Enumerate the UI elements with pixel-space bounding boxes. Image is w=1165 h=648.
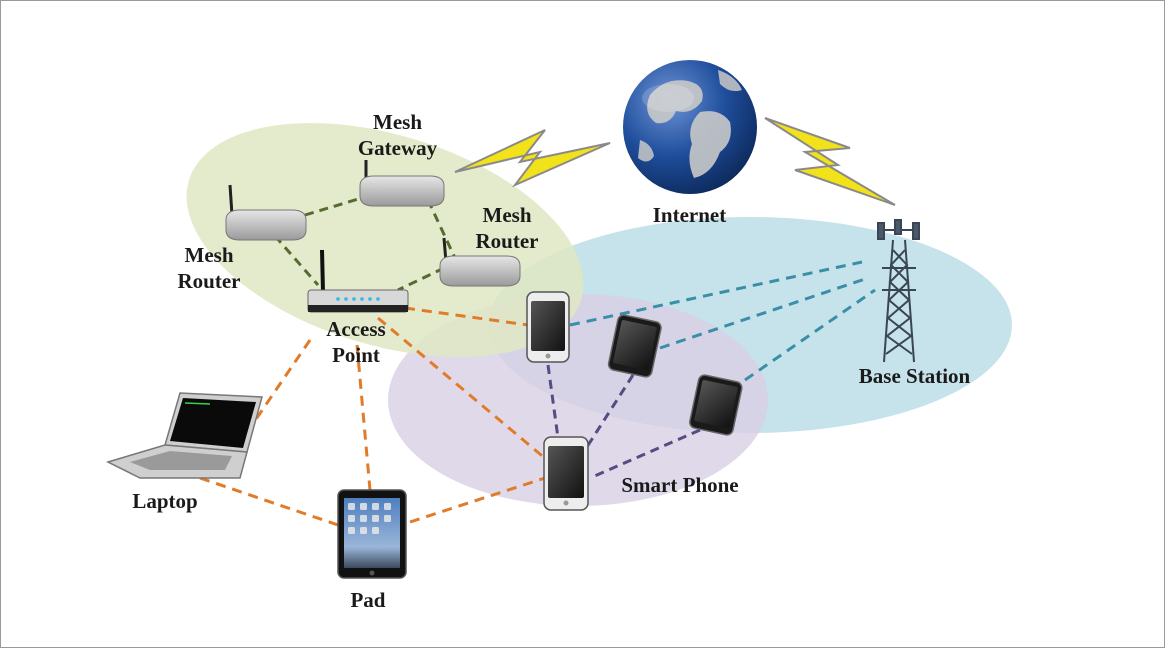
mesh-links (273, 195, 457, 292)
access-point-icon (307, 249, 409, 313)
globe-icon (623, 60, 757, 194)
mesh-router-right-label: Mesh Router (461, 202, 553, 254)
lightning-icon (454, 129, 611, 188)
smartphone-icon (689, 374, 743, 436)
tower-icon (877, 219, 920, 363)
mesh-router-right-label-line1: Mesh (482, 203, 532, 227)
lightning-icon (764, 117, 896, 206)
mesh-router-left-label-line1: Mesh (184, 243, 234, 267)
router-icon (225, 184, 307, 241)
pad-label: Pad (350, 588, 386, 612)
smartphone-icon (543, 436, 589, 511)
smartphone-icon (526, 291, 570, 363)
router-icon (439, 237, 521, 287)
mesh-gateway-label-line2: Gateway (357, 136, 438, 160)
smart-phone-label: Smart Phone (621, 473, 739, 497)
router-icon (359, 160, 445, 207)
laptop-icon (105, 392, 263, 479)
access-point-label-line1: Access (326, 317, 386, 341)
tablet-icon (337, 489, 407, 579)
mesh-router-right-label-line2: Router (475, 229, 539, 253)
wifi-links (199, 306, 554, 527)
internet-label: Internet (652, 203, 727, 227)
smartphone-icon (607, 314, 662, 378)
laptop-label: Laptop (132, 489, 198, 513)
mesh-gateway-label: Mesh Gateway (350, 109, 445, 161)
base-station-label: Base Station (858, 364, 971, 388)
mesh-router-left-label: Mesh Router (163, 242, 255, 294)
mesh-zone (186, 123, 584, 357)
access-point-label-line2: Point (332, 343, 380, 367)
cellular-links (569, 260, 876, 382)
mesh-router-left-label-line2: Router (177, 269, 241, 293)
ad-hoc-links (546, 364, 701, 480)
access-point-label: Access Point (306, 316, 406, 368)
mesh-gateway-label-line1: Mesh (373, 110, 422, 134)
